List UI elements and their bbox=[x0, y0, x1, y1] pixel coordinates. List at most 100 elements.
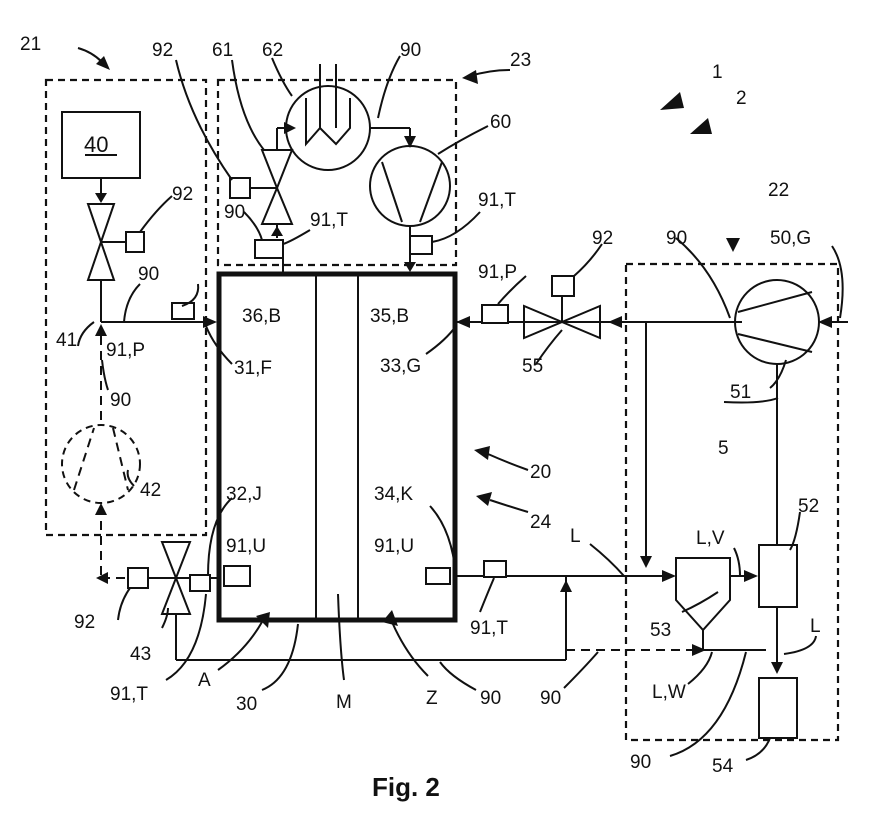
arrowhead-to-55 bbox=[608, 316, 622, 328]
sensor-91P-33 bbox=[482, 305, 508, 323]
sensor-91T-35 bbox=[410, 236, 432, 254]
compressor-42-dashed bbox=[62, 425, 140, 503]
leader-34K bbox=[430, 506, 456, 576]
leader-41 bbox=[78, 322, 94, 346]
arrowhead-to-62 bbox=[284, 122, 296, 134]
label-55: 55 bbox=[522, 356, 543, 377]
arrowhead-up-566 bbox=[560, 580, 572, 592]
actuator-92-valve-61 bbox=[230, 178, 250, 198]
leader-90g bbox=[564, 652, 598, 688]
label-22: 22 bbox=[768, 180, 789, 201]
label-90g: 90 bbox=[540, 688, 561, 709]
label-35B: 35,B bbox=[370, 306, 409, 327]
leader-M bbox=[338, 594, 344, 680]
label-LW: L,W bbox=[652, 682, 686, 703]
arrowhead-to-35 bbox=[404, 262, 416, 272]
label-90d: 90 bbox=[138, 264, 159, 285]
leader-54 bbox=[746, 738, 770, 760]
valve-43-top bbox=[162, 542, 190, 578]
label-A: A bbox=[198, 670, 211, 691]
label-33G: 33,G bbox=[380, 356, 421, 377]
leader-L2 bbox=[784, 636, 816, 654]
label-24: 24 bbox=[530, 512, 552, 533]
label-53: 53 bbox=[650, 620, 671, 641]
leader-L1 bbox=[590, 544, 624, 576]
label-62: 62 bbox=[262, 40, 283, 61]
leader-90e bbox=[102, 360, 108, 390]
sensor-91T-34 bbox=[484, 561, 506, 577]
label-91Ta: 91,T bbox=[310, 210, 348, 231]
leader-91Ta bbox=[283, 230, 310, 244]
arrowhead-down-646 bbox=[640, 556, 652, 568]
label-51: 51 bbox=[730, 382, 751, 403]
leader-90d bbox=[124, 284, 140, 322]
label-2: 2 bbox=[736, 88, 747, 109]
arrow-24 bbox=[476, 492, 492, 506]
arrowhead-to-54 bbox=[771, 662, 783, 674]
sensor-91T-36 bbox=[255, 240, 283, 258]
label-90b: 90 bbox=[224, 202, 245, 223]
leader-60 bbox=[438, 126, 488, 154]
heater-62 bbox=[286, 86, 370, 170]
actuator-92-valve-41 bbox=[126, 232, 144, 252]
label-L2: L bbox=[810, 616, 821, 637]
leader-42 bbox=[128, 470, 134, 486]
leader-90c bbox=[676, 238, 730, 318]
leader-92a bbox=[176, 60, 232, 180]
arrowhead-feed-31 bbox=[203, 316, 217, 328]
compressor-42-blade-a bbox=[74, 428, 94, 490]
arrowhead-42-up bbox=[95, 324, 107, 336]
label-1: 1 bbox=[712, 62, 723, 83]
leader-20 bbox=[488, 454, 528, 470]
label-61: 61 bbox=[212, 40, 233, 61]
actuator-92-valve-55 bbox=[552, 276, 574, 296]
leader-92b bbox=[140, 196, 172, 232]
label-91Pc: 91,P bbox=[106, 340, 145, 361]
label-91Tc: 91,T bbox=[470, 618, 508, 639]
leader-Z bbox=[392, 622, 428, 676]
leader-90a bbox=[378, 56, 400, 118]
label-91Pa: 91,P bbox=[478, 262, 517, 283]
figure-caption: Fig. 2 bbox=[372, 772, 440, 802]
label-92b: 92 bbox=[172, 184, 193, 205]
label-50G: 50,G bbox=[770, 228, 811, 249]
arrowhead-to-42 bbox=[95, 503, 107, 515]
sensor-91U-left bbox=[224, 566, 250, 586]
leader-53 bbox=[682, 592, 718, 612]
valve-41-top bbox=[88, 204, 114, 242]
leader-91Td bbox=[166, 594, 206, 680]
leader-30 bbox=[262, 624, 298, 690]
leader-90b bbox=[244, 212, 262, 240]
leader-90f bbox=[440, 662, 476, 690]
label-91Td: 91,T bbox=[110, 684, 148, 705]
actuator-92-valve-43 bbox=[128, 568, 148, 588]
label-40: 40 bbox=[84, 132, 108, 157]
leader-62 bbox=[272, 58, 292, 96]
label-90c: 90 bbox=[666, 228, 687, 249]
label-90f: 90 bbox=[480, 688, 501, 709]
compressor-42-blade-b bbox=[113, 428, 128, 490]
label-90a: 90 bbox=[400, 40, 421, 61]
label-21: 21 bbox=[20, 34, 41, 55]
label-36B: 36,B bbox=[242, 306, 281, 327]
arrow-2 bbox=[690, 118, 712, 134]
label-91Ua: 91,U bbox=[226, 536, 266, 557]
valve-41-bottom bbox=[88, 242, 114, 280]
label-23: 23 bbox=[510, 50, 531, 71]
label-30: 30 bbox=[236, 694, 257, 715]
label-20: 20 bbox=[530, 462, 551, 483]
label-60: 60 bbox=[490, 112, 511, 133]
compressor-51-blade-b bbox=[738, 334, 812, 352]
component-54 bbox=[759, 678, 797, 738]
valve-43-bottom bbox=[162, 578, 190, 614]
label-90e: 90 bbox=[110, 390, 131, 411]
label-LV: L,V bbox=[696, 528, 725, 549]
label-M: M bbox=[336, 692, 352, 713]
label-41: 41 bbox=[56, 330, 77, 351]
compressor-60 bbox=[370, 146, 450, 226]
label-90h: 90 bbox=[630, 752, 651, 773]
arrowhead-to-53 bbox=[662, 570, 676, 582]
label-92a: 92 bbox=[152, 40, 173, 61]
label-92c: 92 bbox=[592, 228, 613, 249]
